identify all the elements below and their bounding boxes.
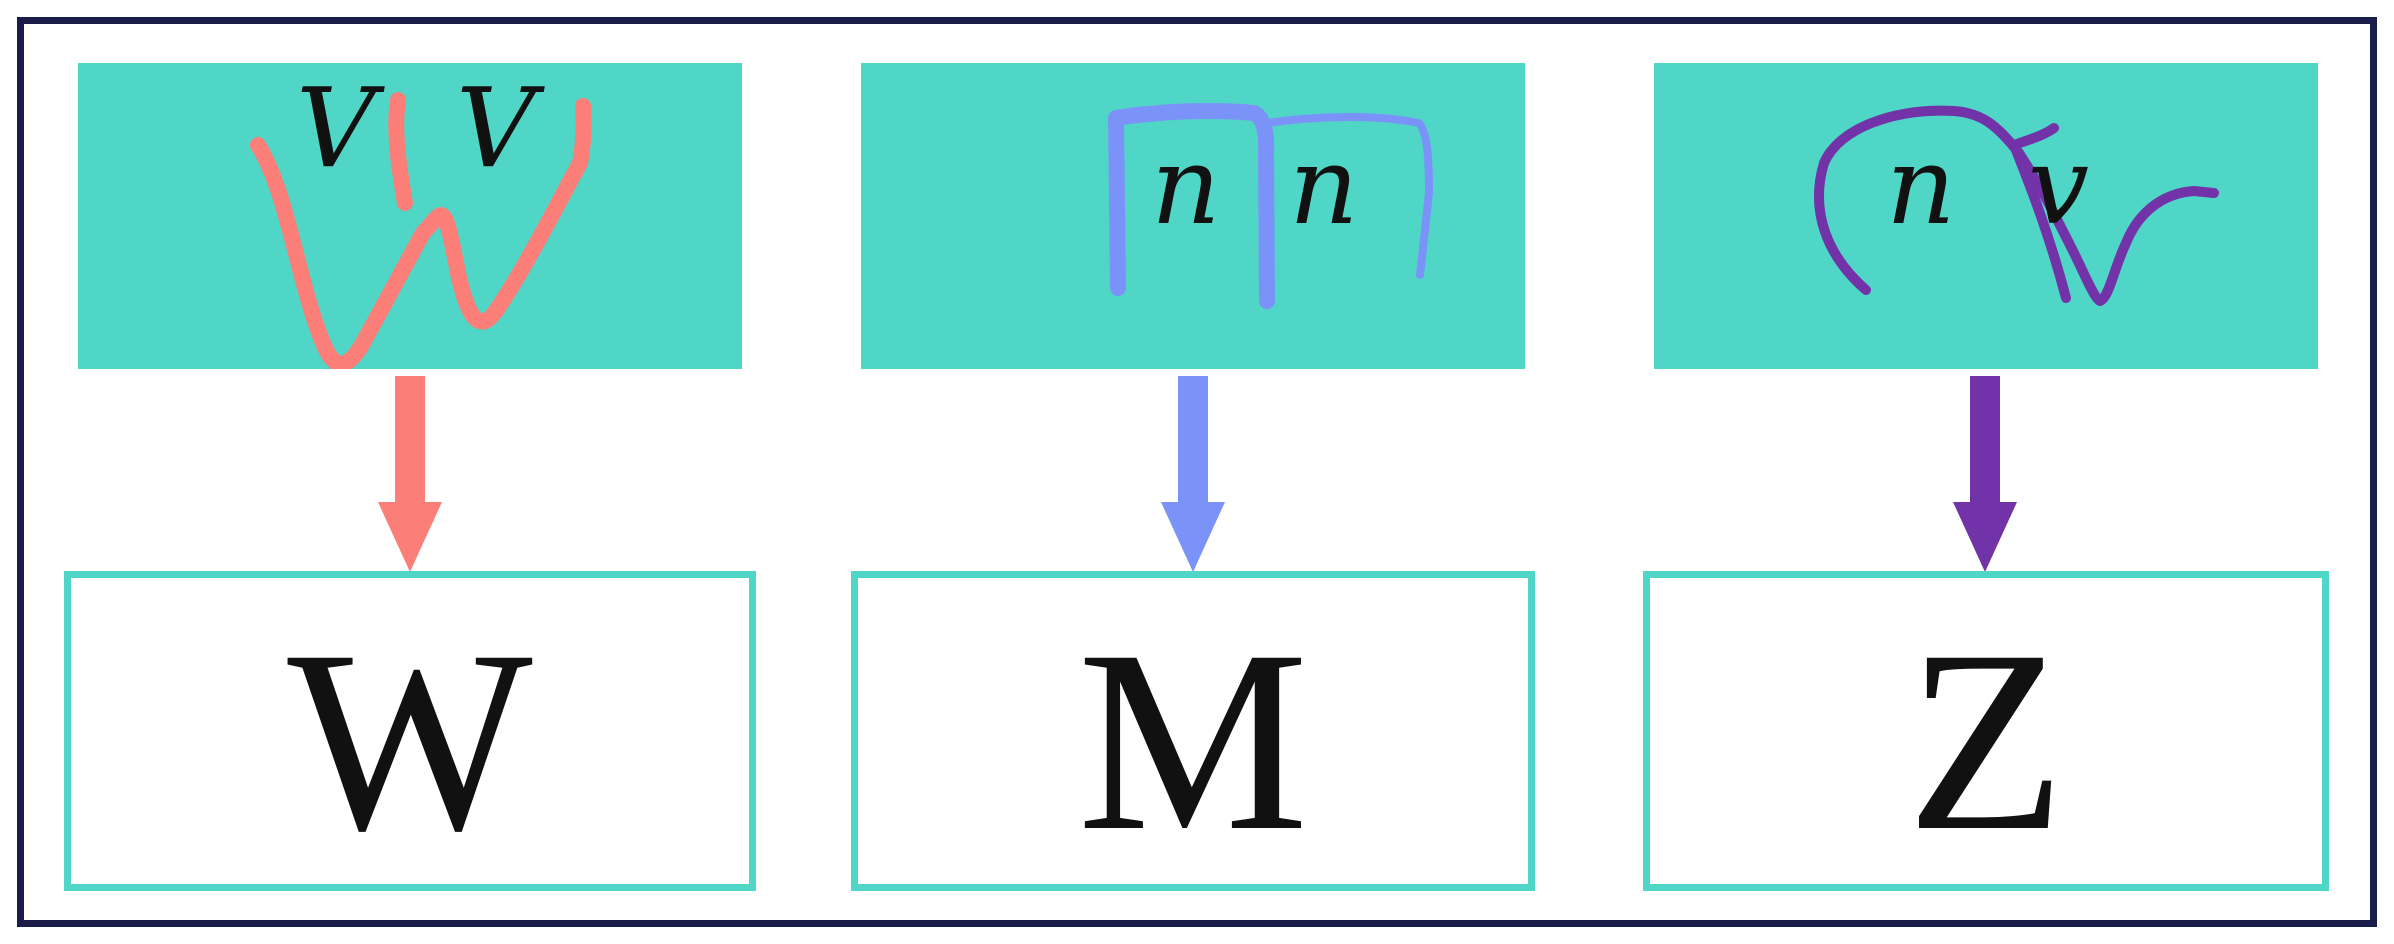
handwritten-glyph: n: [1151, 124, 1221, 249]
handwritten-glyph: V: [456, 64, 536, 192]
handwritten-glyph: v: [2028, 124, 2090, 249]
stroke-z-path: [2009, 123, 2071, 303]
result-box-w: W: [64, 571, 756, 891]
panel-m-strokes: [1108, 102, 1433, 309]
panel-z-strokes: [1813, 105, 2219, 306]
result-box-m: M: [851, 571, 1535, 891]
result-letter: W: [287, 597, 533, 885]
stroke-m-path: [1108, 102, 1275, 309]
stroke-m-path: [1264, 113, 1433, 279]
panel-m-stroke-box: n n: [861, 63, 1525, 369]
result-box-z: Z: [1643, 571, 2329, 891]
handwritten-glyph: n: [1289, 124, 1359, 249]
panel-z-stroke-box: n v: [1654, 63, 2318, 369]
result-letter: Z: [1906, 597, 2066, 885]
result-letter: M: [1077, 597, 1309, 885]
handwritten-glyph: n: [1886, 124, 1956, 249]
handwritten-glyph: V: [296, 64, 376, 192]
panel-w-stroke-box: V V: [78, 63, 742, 369]
arrow-w: [378, 376, 442, 572]
stroke-w-path: [250, 92, 592, 369]
arrow-m: [1161, 376, 1225, 572]
arrow-z: [1953, 376, 2017, 572]
panel-w-strokes: [250, 92, 592, 369]
